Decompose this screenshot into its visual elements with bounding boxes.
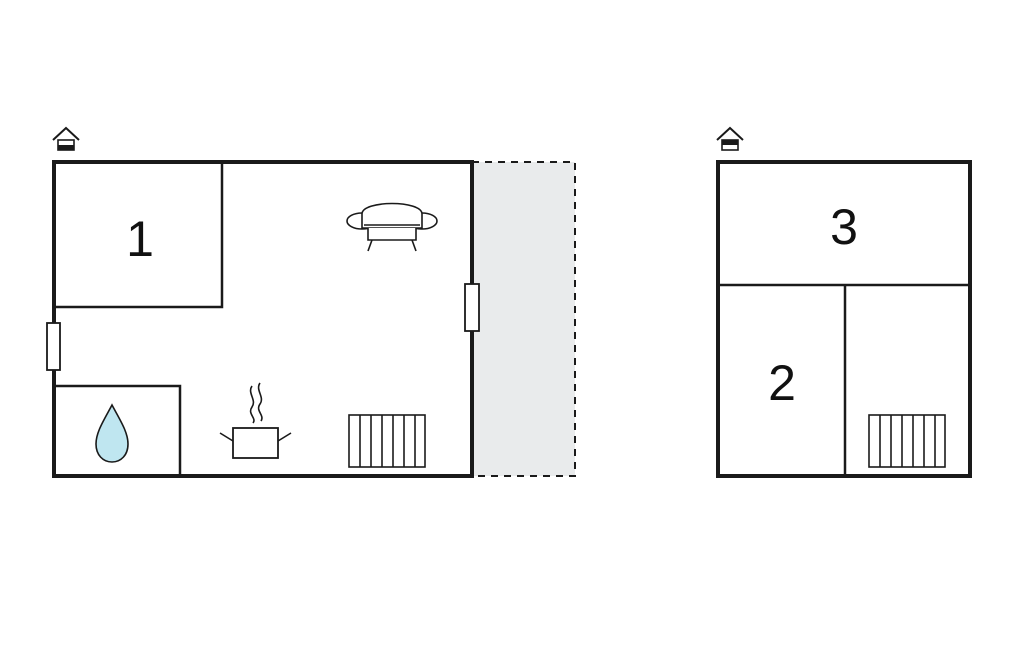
upper-floor-house-icon [716,126,744,151]
room-number-1: 1 [126,211,154,267]
radiator-icon [868,414,946,468]
room-number-2: 2 [768,355,796,411]
ground-floor-plan: 1 [46,126,576,478]
window-right [464,283,480,332]
cooking-pot-icon [219,382,292,459]
window-left [46,322,61,371]
terrace-area [471,161,576,477]
water-drop-icon [95,403,129,463]
room-number-3: 3 [830,199,858,255]
bathroom-walls [54,384,182,476]
radiator-icon [348,414,426,468]
sofa-icon [346,202,438,252]
ground-floor-house-icon [52,126,80,151]
upper-floor-plan: 3 2 [716,126,972,478]
bedroom-1-walls [54,162,224,309]
